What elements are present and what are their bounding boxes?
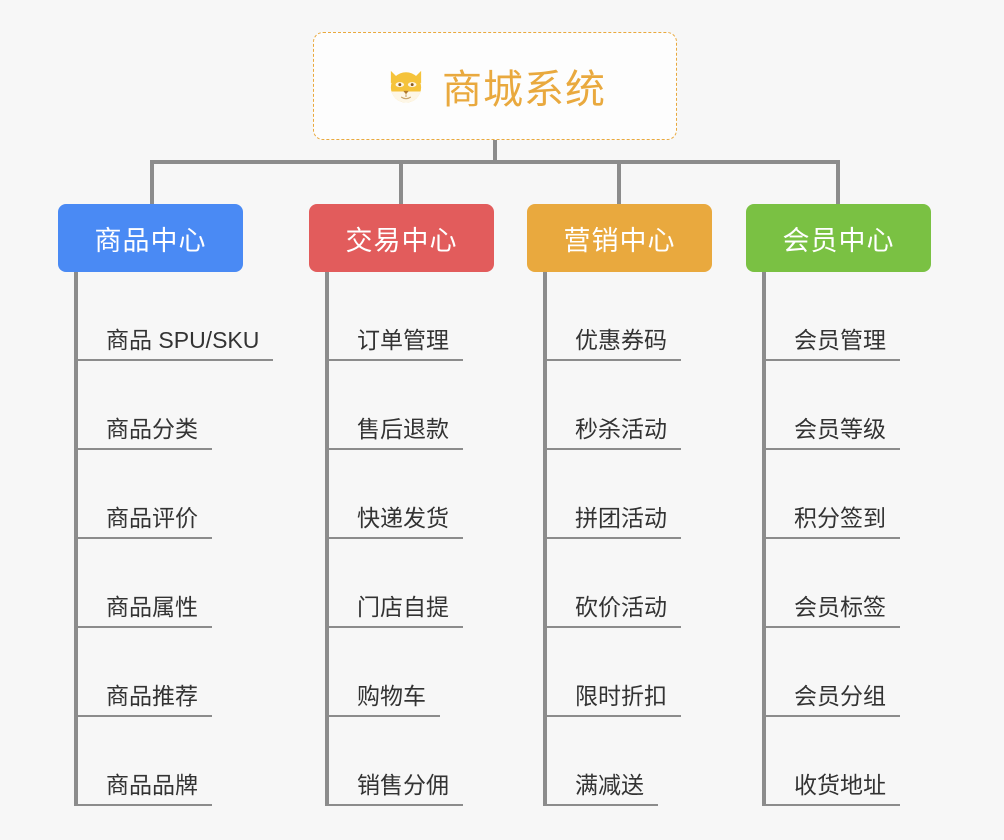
branch-trunk-line bbox=[543, 272, 547, 806]
branch-header[interactable]: 交易中心 bbox=[309, 204, 494, 272]
branch-leaf-label: 快递发货 bbox=[327, 505, 463, 539]
branch-leaf-item[interactable]: 商品评价 bbox=[58, 450, 243, 539]
branch-leaf-label: 会员分组 bbox=[764, 683, 900, 717]
branch-leaf-label: 限时折扣 bbox=[545, 683, 681, 717]
branch-leaf-item[interactable]: 商品 SPU/SKU bbox=[58, 272, 274, 361]
branch-leaf-item[interactable]: 满减送 bbox=[527, 717, 712, 806]
branch-leaf-label: 销售分佣 bbox=[327, 772, 463, 806]
branch-leaf-item[interactable]: 购物车 bbox=[309, 628, 494, 717]
branch-leaf-label: 商品分类 bbox=[76, 416, 212, 450]
root-title: 商城系统 bbox=[442, 68, 606, 112]
connector-drop-2 bbox=[399, 160, 403, 204]
connector-drop-4 bbox=[836, 160, 840, 204]
connector-drop-3 bbox=[617, 160, 621, 204]
branch-leaf-item[interactable]: 会员管理 bbox=[746, 272, 931, 361]
branch-leaf-item[interactable]: 拼团活动 bbox=[527, 450, 712, 539]
branch-leaf-item[interactable]: 收货地址 bbox=[746, 717, 931, 806]
branch-column: 商品中心商品 SPU/SKU 商品分类商品评价商品属性商品推荐商品品牌 bbox=[58, 204, 274, 806]
branch-trunk-line bbox=[325, 272, 329, 806]
branch-leaf-item[interactable]: 会员等级 bbox=[746, 361, 931, 450]
branch-leaf-label: 会员管理 bbox=[764, 327, 900, 361]
branch-leaf-item[interactable]: 会员标签 bbox=[746, 539, 931, 628]
branch-leaf-label: 优惠券码 bbox=[545, 327, 681, 361]
branch-leaf-item[interactable]: 砍价活动 bbox=[527, 539, 712, 628]
branch-leaf-label: 秒杀活动 bbox=[545, 416, 681, 450]
branch-leaf-item[interactable]: 商品品牌 bbox=[58, 717, 243, 806]
branch-items: 订单管理售后退款快递发货门店自提购物车销售分佣 bbox=[309, 272, 494, 806]
connector-drop-1 bbox=[150, 160, 154, 204]
branch-leaf-label: 满减送 bbox=[545, 772, 658, 806]
branch-leaf-label: 商品推荐 bbox=[76, 683, 212, 717]
connector-root-stem bbox=[493, 140, 497, 162]
branch-leaf-item[interactable]: 商品分类 bbox=[58, 361, 243, 450]
branch-leaf-label: 会员标签 bbox=[764, 594, 900, 628]
branch-leaf-label: 收货地址 bbox=[764, 772, 900, 806]
branch-leaf-label: 砍价活动 bbox=[545, 594, 681, 628]
branch-leaf-item[interactable]: 秒杀活动 bbox=[527, 361, 712, 450]
branch-items: 商品 SPU/SKU 商品分类商品评价商品属性商品推荐商品品牌 bbox=[58, 272, 274, 806]
branch-leaf-item[interactable]: 优惠券码 bbox=[527, 272, 712, 361]
branch-leaf-item[interactable]: 商品属性 bbox=[58, 539, 243, 628]
branch-column: 会员中心会员管理会员等级积分签到会员标签会员分组收货地址 bbox=[746, 204, 931, 806]
branch-leaf-item[interactable]: 门店自提 bbox=[309, 539, 494, 628]
branch-leaf-item[interactable]: 销售分佣 bbox=[309, 717, 494, 806]
branch-leaf-item[interactable]: 商品推荐 bbox=[58, 628, 243, 717]
branch-header[interactable]: 商品中心 bbox=[58, 204, 243, 272]
branch-leaf-item[interactable]: 快递发货 bbox=[309, 450, 494, 539]
branch-leaf-label: 商品评价 bbox=[76, 505, 212, 539]
branch-leaf-label: 积分签到 bbox=[764, 505, 900, 539]
branch-leaf-item[interactable]: 限时折扣 bbox=[527, 628, 712, 717]
shiba-dog-face-icon bbox=[384, 64, 428, 108]
branch-leaf-label: 商品 SPU/SKU bbox=[76, 327, 274, 361]
branch-column: 营销中心优惠券码秒杀活动拼团活动砍价活动限时折扣满减送 bbox=[527, 204, 712, 806]
branch-leaf-label: 订单管理 bbox=[327, 327, 463, 361]
branch-leaf-label: 商品品牌 bbox=[76, 772, 212, 806]
branch-column: 交易中心订单管理售后退款快递发货门店自提购物车销售分佣 bbox=[309, 204, 494, 806]
branch-leaf-label: 售后退款 bbox=[327, 416, 463, 450]
root-node[interactable]: 商城系统 bbox=[313, 32, 677, 140]
branch-leaf-label: 商品属性 bbox=[76, 594, 212, 628]
branch-leaf-label: 会员等级 bbox=[764, 416, 900, 450]
branch-header[interactable]: 营销中心 bbox=[527, 204, 712, 272]
branch-leaf-item[interactable]: 积分签到 bbox=[746, 450, 931, 539]
branch-leaf-label: 门店自提 bbox=[327, 594, 463, 628]
branch-trunk-line bbox=[762, 272, 766, 806]
branch-leaf-item[interactable]: 售后退款 bbox=[309, 361, 494, 450]
branch-header[interactable]: 会员中心 bbox=[746, 204, 931, 272]
branch-leaf-item[interactable]: 会员分组 bbox=[746, 628, 931, 717]
connector-horizontal-bus bbox=[150, 160, 840, 164]
branch-items: 优惠券码秒杀活动拼团活动砍价活动限时折扣满减送 bbox=[527, 272, 712, 806]
branch-leaf-label: 拼团活动 bbox=[545, 505, 681, 539]
branch-items: 会员管理会员等级积分签到会员标签会员分组收货地址 bbox=[746, 272, 931, 806]
branch-leaf-label: 购物车 bbox=[327, 683, 440, 717]
branch-trunk-line bbox=[74, 272, 78, 806]
branch-leaf-item[interactable]: 订单管理 bbox=[309, 272, 494, 361]
